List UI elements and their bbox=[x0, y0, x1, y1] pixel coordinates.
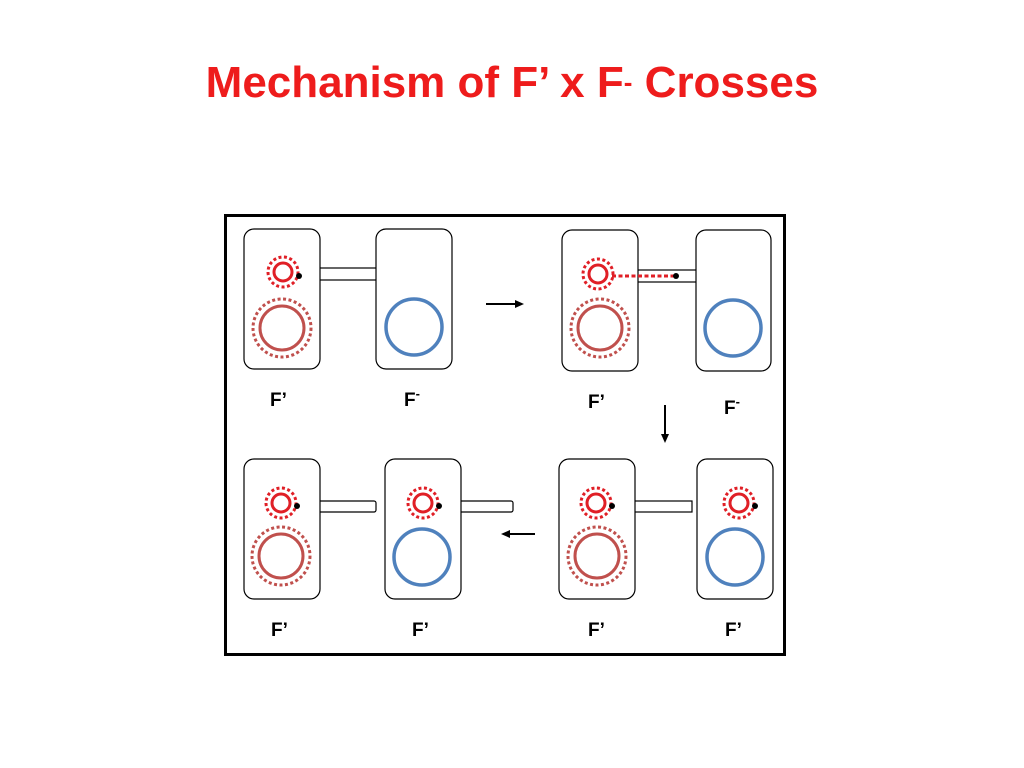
f-plasmid bbox=[587, 263, 609, 285]
f-plasmid bbox=[585, 492, 607, 514]
donor-chromosome-dashed-ring bbox=[250, 525, 312, 587]
f-plasmid-dashed-ring bbox=[581, 257, 615, 291]
recipient-chromosome bbox=[705, 527, 765, 587]
donor-chromosome-dashed-ring bbox=[566, 525, 628, 587]
title-superscript: - bbox=[623, 67, 633, 97]
donor-cell bbox=[243, 228, 321, 370]
label-f-minus: F- bbox=[404, 386, 420, 411]
recipient-chromosome bbox=[384, 297, 444, 357]
recipient-chromosome bbox=[392, 527, 452, 587]
f-plasmid-dashed-ring bbox=[579, 486, 613, 520]
donor-chromosome bbox=[257, 532, 305, 580]
stage-1 bbox=[243, 228, 453, 370]
f-plasmid bbox=[272, 261, 294, 283]
f-plasmid bbox=[412, 492, 434, 514]
origin-dot bbox=[296, 273, 302, 279]
arrow-down-icon bbox=[661, 405, 669, 443]
donor-chromosome-dashed-ring bbox=[569, 297, 631, 359]
flow-arrows bbox=[486, 300, 669, 538]
donor-chromosome-dashed-ring bbox=[251, 297, 313, 359]
origin-dot bbox=[673, 273, 679, 279]
arrow-right-icon bbox=[486, 300, 524, 308]
donor-cell bbox=[561, 229, 639, 372]
arrow-left-icon bbox=[501, 530, 535, 538]
label-f-prime: F’ bbox=[588, 392, 605, 413]
recipient-chromosome bbox=[703, 298, 763, 358]
f-plasmid-dashed-ring bbox=[722, 486, 756, 520]
label-f-prime: F’ bbox=[725, 620, 742, 641]
label-f-prime: F’ bbox=[270, 390, 287, 411]
label-f-prime: F’ bbox=[588, 620, 605, 641]
stage-3 bbox=[558, 458, 774, 600]
slide-title: Mechanism of F’ x F- Crosses bbox=[0, 58, 1024, 108]
pilus-stub bbox=[317, 500, 377, 513]
stage-4 bbox=[243, 458, 514, 600]
origin-dot bbox=[752, 503, 758, 509]
donor-chromosome bbox=[258, 304, 306, 352]
diagram-frame bbox=[224, 214, 786, 656]
f-plasmid-dashed-ring bbox=[264, 486, 298, 520]
title-text: Mechanism of F’ x F bbox=[205, 58, 624, 107]
f-plasmid bbox=[728, 492, 750, 514]
label-f-prime: F’ bbox=[271, 620, 288, 641]
origin-dot bbox=[294, 503, 300, 509]
donor-chromosome bbox=[573, 532, 621, 580]
label-f-minus: F- bbox=[724, 394, 740, 419]
origin-dot bbox=[609, 503, 615, 509]
stage-2 bbox=[561, 229, 772, 372]
pilus-bridge bbox=[633, 500, 693, 513]
pilus-stub bbox=[458, 500, 514, 513]
donor-chromosome bbox=[576, 304, 624, 352]
f-plasmid-dashed-ring bbox=[406, 486, 440, 520]
label-f-prime: F’ bbox=[412, 620, 429, 641]
f-plasmid bbox=[270, 492, 292, 514]
title-tail: Crosses bbox=[632, 58, 819, 107]
f-plasmid-dashed-ring bbox=[266, 255, 300, 289]
origin-dot bbox=[436, 503, 442, 509]
pilus-bridge bbox=[318, 267, 378, 281]
